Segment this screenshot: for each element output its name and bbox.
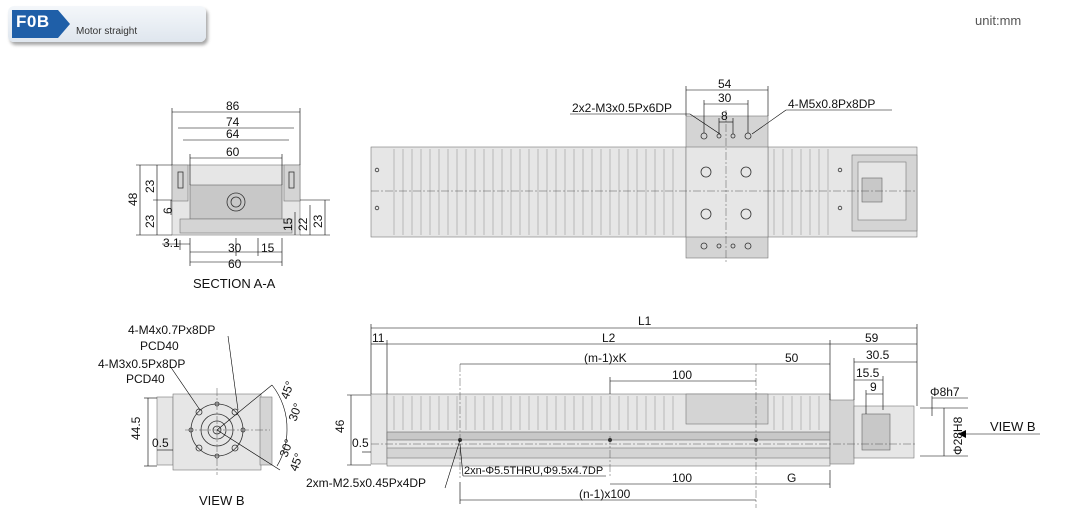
dim-0-5-side: 0.5: [352, 436, 369, 450]
dim-15-5: 15.5: [856, 366, 880, 380]
side-carriage: [685, 393, 769, 425]
section-aa-view: 86 74 64 60 48 23 23 6 3.1 30 60 15 15 2…: [126, 99, 330, 291]
bellows-top-left: [393, 149, 674, 235]
angle-45-top: 45°: [278, 379, 297, 401]
dim-100-bottom: 100: [672, 471, 692, 485]
dim-100-top: 100: [672, 368, 692, 382]
dim-6: 6: [161, 207, 175, 214]
dim-46: 46: [333, 419, 347, 433]
side-motor-adapter: [829, 399, 855, 465]
carriage-bottom-hole-3: [730, 243, 736, 249]
callout-phi-28h8: Φ28H8: [951, 416, 965, 455]
dim-22: 22: [296, 217, 310, 231]
carriage-bottom-hole-2: [716, 243, 722, 249]
bellows-top-right: [773, 149, 829, 235]
callout-m3-holes-b: 4-M3x0.5Px8DP: [98, 357, 185, 371]
dim-23-lower: 23: [143, 214, 157, 228]
dim-0-5-b: 0.5: [152, 436, 169, 450]
side-end-cap: [370, 393, 388, 465]
dim-50: 50: [785, 351, 799, 365]
view-b: 4-M4x0.7Px8DP PCD40 4-M3x0.5Px8DP PCD40 …: [98, 323, 306, 508]
section-slider-block: [189, 184, 283, 220]
view-b-bracket: [156, 396, 174, 466]
dim-l2: L2: [602, 331, 616, 345]
callout-m4-holes: 4-M4x0.7Px8DP: [128, 323, 215, 337]
view-b-caption: VIEW B: [199, 493, 245, 508]
side-motor-shaft: [861, 413, 891, 451]
carriage-bottom-hole-1: [700, 242, 708, 250]
dim-59: 59: [865, 331, 879, 345]
dim-64: 64: [226, 127, 240, 141]
model-code: F0B: [16, 12, 50, 31]
angle-45-bottom: 45°: [287, 451, 306, 473]
dim-86: 86: [226, 99, 240, 113]
dim-30-top: 30: [718, 91, 732, 105]
end-hole-2: [374, 205, 380, 211]
dim-60-bottom: 60: [228, 257, 242, 271]
dim-9: 9: [870, 380, 877, 394]
dim-n-1-100: (n-1)x100: [579, 487, 631, 501]
view-b-hole-4: [231, 444, 239, 452]
header-tab: F0B Motor straight: [8, 6, 206, 42]
dim-m-1-k: (m-1)xK: [584, 351, 627, 365]
side-hole-3: [754, 438, 758, 442]
callout-pcd40-1: PCD40: [140, 339, 179, 353]
section-aa-caption: SECTION A-A: [193, 276, 276, 291]
dim-g: G: [787, 471, 796, 485]
callout-pcd40-2: PCD40: [126, 372, 165, 386]
unit-label: unit:mm: [975, 13, 1022, 28]
dim-74: 74: [226, 115, 240, 129]
callout-thru-holes: 2xn-Φ5.5THRU,Φ9.5x4.7DP: [464, 465, 603, 477]
side-hole-2: [608, 438, 612, 442]
carriage-hole-4: [740, 208, 752, 220]
angle-30-bottom: 30°: [277, 437, 296, 459]
callout-m5-holes: 4-M5x0.8Px8DP: [788, 97, 875, 111]
top-carriage-center: [685, 146, 769, 238]
dim-23-upper: 23: [143, 179, 157, 193]
side-view: L1 11 L2 59 (m-1)xK 50 30.5 15.5 100 9 4…: [306, 314, 1040, 508]
dim-3-1: 3.1: [163, 236, 180, 250]
top-shaft-coupler: [861, 177, 883, 203]
carriage-hole-1: [700, 166, 712, 178]
bellows-side: [393, 396, 820, 430]
dim-48: 48: [126, 192, 140, 206]
section-side-wall-right: [283, 164, 301, 202]
dim-11: 11: [372, 331, 385, 345]
carriage-bottom-hole-4: [744, 242, 752, 250]
end-hole-1: [374, 167, 380, 173]
callout-phi-8h7: Φ8h7: [930, 385, 960, 399]
dim-l1: L1: [638, 314, 652, 328]
section-screw-hole: [226, 192, 246, 212]
carriage-hole-3: [700, 208, 712, 220]
end-hole-4: [837, 205, 843, 211]
view-b-hole-3: [195, 444, 203, 452]
callout-m3-holes: 2x2-M3x0.5Px6DP: [572, 101, 672, 115]
dim-30-5: 30.5: [866, 348, 890, 362]
section-bolt-right: [288, 171, 295, 189]
callout-m2-5-holes: 2xm-M2.5x0.45Px4DP: [306, 476, 426, 490]
model-code-badge: [12, 10, 70, 38]
dim-15-side: 15: [281, 217, 295, 231]
section-bolt-left: [177, 171, 184, 189]
dim-44-5: 44.5: [129, 416, 143, 440]
dim-60-top: 60: [226, 145, 240, 159]
dim-54: 54: [718, 77, 732, 91]
model-subtitle: Motor straight: [76, 26, 138, 37]
angle-30-top: 30°: [286, 401, 305, 423]
top-body: [370, 146, 918, 238]
section-side-wall-left: [171, 164, 189, 202]
section-base-rail: [179, 218, 293, 234]
dim-23-side: 23: [311, 214, 325, 228]
carriage-hole-2: [740, 166, 752, 178]
view-b-arrow-label: VIEW B: [990, 419, 1036, 434]
top-view: 54 30 8 2x2-M3x0.5Px6DP 4-M5x0.8Px8DP: [370, 77, 918, 262]
end-hole-3: [837, 167, 843, 173]
dim-8: 8: [721, 109, 728, 123]
dim-30: 30: [228, 241, 242, 255]
section-screw-core: [230, 196, 242, 208]
dim-15-bottom: 15: [261, 241, 275, 255]
side-rail-lower: [386, 447, 831, 459]
view-b-flange-edge: [259, 396, 273, 466]
